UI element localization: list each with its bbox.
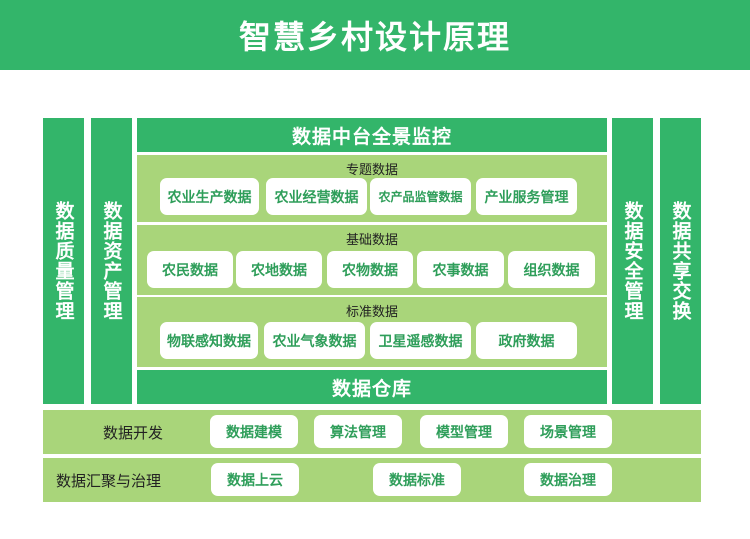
base-item-farmer: 农民数据 (147, 251, 233, 288)
data-sharing-exchange-label: 数据共享交换 (669, 201, 692, 321)
topic-item-agri-production: 农业生产数据 (160, 178, 259, 215)
data-sharing-exchange-column: 数据共享交换 (660, 118, 701, 404)
data-quality-management-column: 数据质量管理 (43, 118, 84, 404)
standard-item-agri-weather: 农业气象数据 (264, 322, 365, 359)
base-data-section: 基础数据 农民数据 农地数据 农物数据 农事数据 组织数据 (137, 225, 607, 295)
data-security-management-column: 数据安全管理 (612, 118, 653, 404)
base-item-farmland: 农地数据 (236, 251, 322, 288)
data-asset-management-column: 数据资产管理 (91, 118, 132, 404)
dev-item-model-management: 模型管理 (420, 415, 508, 448)
data-asset-management-label: 数据资产管理 (100, 201, 123, 321)
data-quality-management-label: 数据质量管理 (52, 201, 75, 321)
data-development-label: 数据开发 (103, 423, 164, 442)
data-aggregation-governance-label: 数据汇聚与治理 (56, 471, 162, 490)
base-item-organization: 组织数据 (508, 251, 595, 288)
gov-item-data-standard: 数据标准 (373, 463, 461, 496)
page-title: 智慧乡村设计原理 (0, 0, 750, 70)
gov-item-data-to-cloud: 数据上云 (211, 463, 299, 496)
topic-item-industry-service: 产业服务管理 (476, 178, 577, 215)
data-aggregation-governance-row: 数据汇聚与治理 数据上云 数据标准 数据治理 (43, 458, 701, 502)
base-item-farming-affairs: 农事数据 (417, 251, 504, 288)
topic-item-agri-operation: 农业经营数据 (266, 178, 367, 215)
dev-item-scene-management: 场景管理 (524, 415, 612, 448)
dev-item-algorithm-management: 算法管理 (314, 415, 402, 448)
base-data-title: 基础数据 (345, 233, 398, 248)
data-development-row: 数据开发 数据建模 算法管理 模型管理 场景管理 (43, 410, 701, 454)
standard-data-title: 标准数据 (345, 305, 398, 320)
data-security-management-label: 数据安全管理 (621, 201, 644, 321)
standard-data-section: 标准数据 物联感知数据 农业气象数据 卫星遥感数据 政府数据 (137, 297, 607, 367)
data-warehouse-bar: 数据仓库 (137, 370, 607, 404)
topic-item-agri-product-supervision: 农产品监管数据 (370, 178, 471, 215)
standard-item-government: 政府数据 (476, 322, 577, 359)
gov-item-data-governance: 数据治理 (524, 463, 612, 496)
topic-data-section: 专题数据 农业生产数据 农业经营数据 农产品监管数据 产业服务管理 (137, 155, 607, 222)
base-item-agri-goods: 农物数据 (327, 251, 413, 288)
topic-data-title: 专题数据 (345, 163, 398, 178)
dev-item-data-modeling: 数据建模 (210, 415, 298, 448)
standard-item-iot-sensing: 物联感知数据 (160, 322, 258, 359)
data-middle-platform-monitor-bar: 数据中台全景监控 (137, 118, 607, 152)
standard-item-satellite-remote-sensing: 卫星遥感数据 (370, 322, 471, 359)
